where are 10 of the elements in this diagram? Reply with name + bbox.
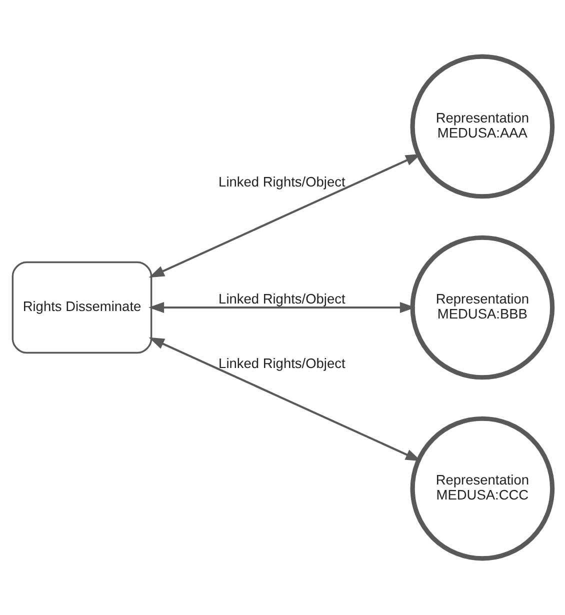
arrow	[148, 154, 422, 278]
edge-label: Linked Rights/Object	[218, 292, 346, 307]
edge-label: Linked Rights/Object	[218, 356, 346, 371]
arrow	[148, 302, 416, 313]
edge-label: Linked Rights/Object	[218, 174, 346, 190]
node-circle: Representation MEDUSA:BBB	[410, 235, 555, 380]
node-circle: Representation MEDUSA:CCC	[410, 416, 555, 561]
arrow	[148, 337, 422, 462]
node-circle: Representation MEDUSA:AAA	[410, 54, 555, 199]
node-box: Rights Disseminate	[12, 261, 152, 354]
